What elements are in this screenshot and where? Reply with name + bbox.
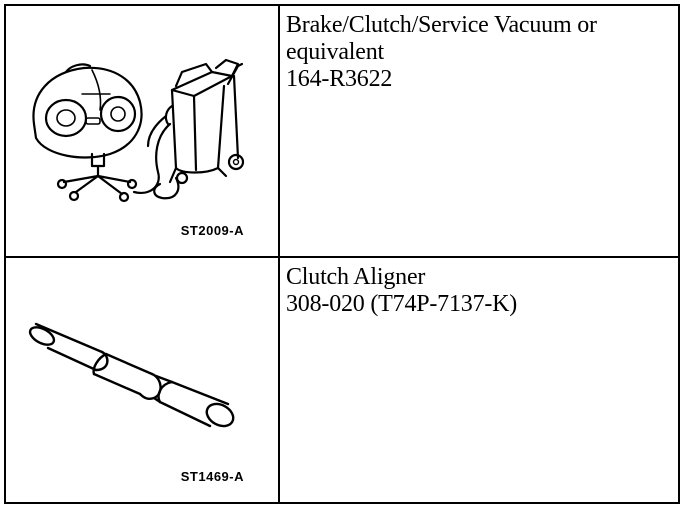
tool-name: Brake/Clutch/Service Vacuum or	[286, 12, 597, 38]
special-tools-table: ST2009-A Brake/Clutch/Service Vacuum or …	[4, 4, 680, 504]
tool-name-continued: equivalent	[286, 39, 384, 65]
figure-id-label: ST2009-A	[180, 223, 244, 238]
shop-vacuum	[132, 58, 245, 200]
clutch-aligner-description-cell: Clutch Aligner 308-020 (T74P-7137-K)	[278, 256, 680, 504]
figure-id-label: ST1469-A	[180, 469, 244, 484]
tool-name: Clutch Aligner	[286, 264, 426, 290]
tool-part-number: 308-020 (T74P-7137-K)	[286, 291, 518, 317]
clutch-aligner-shaft	[28, 322, 235, 428]
vacuum-canister	[32, 63, 143, 203]
brake-clutch-vacuum-illustration	[32, 58, 245, 203]
clutch-aligner-illustration-cell: ST1469-A	[4, 256, 280, 504]
tool-part-number: 164-R3622	[286, 66, 393, 92]
vacuum-illustration-cell: ST2009-A	[4, 4, 280, 258]
tool-row-clutch-aligner: ST1469-A Clutch Aligner 308-020 (T74P-71…	[4, 256, 680, 504]
vacuum-description-cell: Brake/Clutch/Service Vacuum or equivalen…	[278, 4, 680, 258]
clutch-aligner-illustration	[28, 322, 235, 428]
tool-row-vacuum: ST2009-A Brake/Clutch/Service Vacuum or …	[4, 4, 680, 258]
